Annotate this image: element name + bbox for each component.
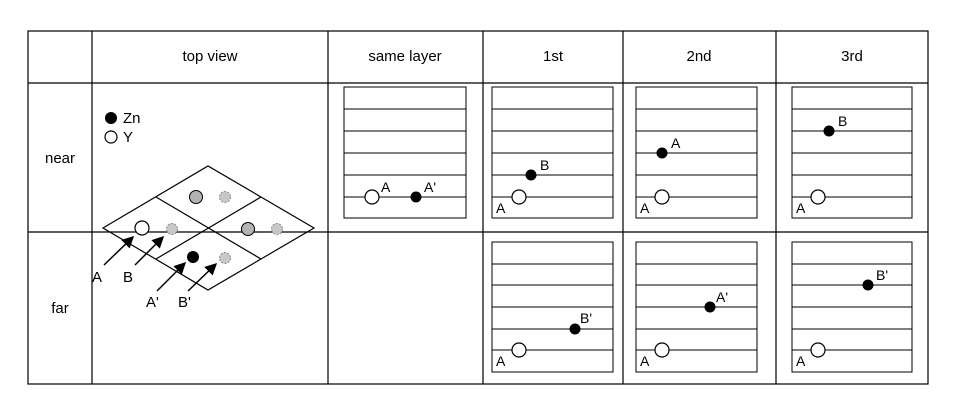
panel-near-second: A A: [635, 86, 758, 219]
legend-y: Y: [123, 129, 133, 146]
legend: Zn Y: [104, 110, 141, 146]
panel-far-first: A B': [491, 241, 614, 373]
gray-atom: [271, 223, 283, 235]
label-a: A: [381, 179, 391, 195]
arrow-b-prime: [187, 262, 218, 292]
label-a-upper: A: [671, 135, 681, 151]
y-atom: [654, 189, 670, 205]
label-b: B: [838, 113, 847, 129]
zn-atom: [704, 301, 716, 313]
zn-atom: [410, 191, 422, 203]
y-atom: [511, 189, 527, 205]
top-view-atoms: [134, 190, 283, 264]
top-view-arrows: [103, 235, 218, 292]
header-third: 3rd: [841, 48, 863, 65]
panel-near-same-layer: A A': [343, 86, 467, 219]
arrow-a: [103, 235, 135, 266]
top-label-b: B: [123, 269, 133, 286]
label-a-prime: A': [716, 289, 728, 305]
y-atom: [810, 189, 826, 205]
gray-atom: [189, 190, 203, 204]
top-label-a: A: [92, 269, 102, 286]
row-label-near: near: [45, 150, 75, 167]
panel-far-second: A A': [635, 241, 758, 373]
y-atom: [654, 342, 670, 358]
y-legend-dot: [104, 130, 118, 144]
arrow-b: [134, 235, 165, 266]
y-atom: [364, 189, 380, 205]
zn-atom: [862, 279, 874, 291]
top-label-a-prime: A': [146, 294, 159, 311]
label-a: A: [796, 200, 806, 216]
panel-near-third: A B: [791, 86, 913, 219]
top-label-b-prime: B': [178, 294, 191, 311]
label-a: A: [496, 200, 506, 216]
y-atom: [511, 342, 527, 358]
table-grid: [27, 30, 929, 385]
label-b-prime: B': [876, 267, 888, 283]
zn-atom: [656, 147, 668, 159]
zn-atom: [823, 125, 835, 137]
panel-far-third: A B': [791, 241, 913, 373]
label-a: A: [796, 353, 806, 369]
row-label-far: far: [51, 300, 69, 317]
legend-zn: Zn: [123, 110, 141, 127]
header-first: 1st: [543, 48, 564, 65]
label-a-prime: A': [424, 179, 436, 195]
gray-atom: [241, 222, 255, 236]
header-top-view: top view: [182, 48, 237, 65]
zn-legend-dot: [105, 112, 117, 124]
label-a: A: [640, 200, 650, 216]
y-atom: [810, 342, 826, 358]
zn-atom: [525, 169, 537, 181]
header-second: 2nd: [686, 48, 711, 65]
panel-near-first: A B: [491, 86, 614, 219]
label-b: B: [540, 157, 549, 173]
gray-atom: [219, 191, 231, 203]
gray-atom: [219, 252, 231, 264]
header-same-layer: same layer: [368, 48, 441, 65]
arrow-a-prime: [156, 261, 187, 292]
label-a: A: [496, 353, 506, 369]
zn-atom: [569, 323, 581, 335]
label-a: A: [640, 353, 650, 369]
zn-atom: [187, 251, 199, 263]
label-b-prime: B': [580, 310, 592, 326]
y-atom: [134, 220, 150, 236]
rhombus-lattice: [101, 165, 316, 291]
gray-atom: [166, 223, 178, 235]
